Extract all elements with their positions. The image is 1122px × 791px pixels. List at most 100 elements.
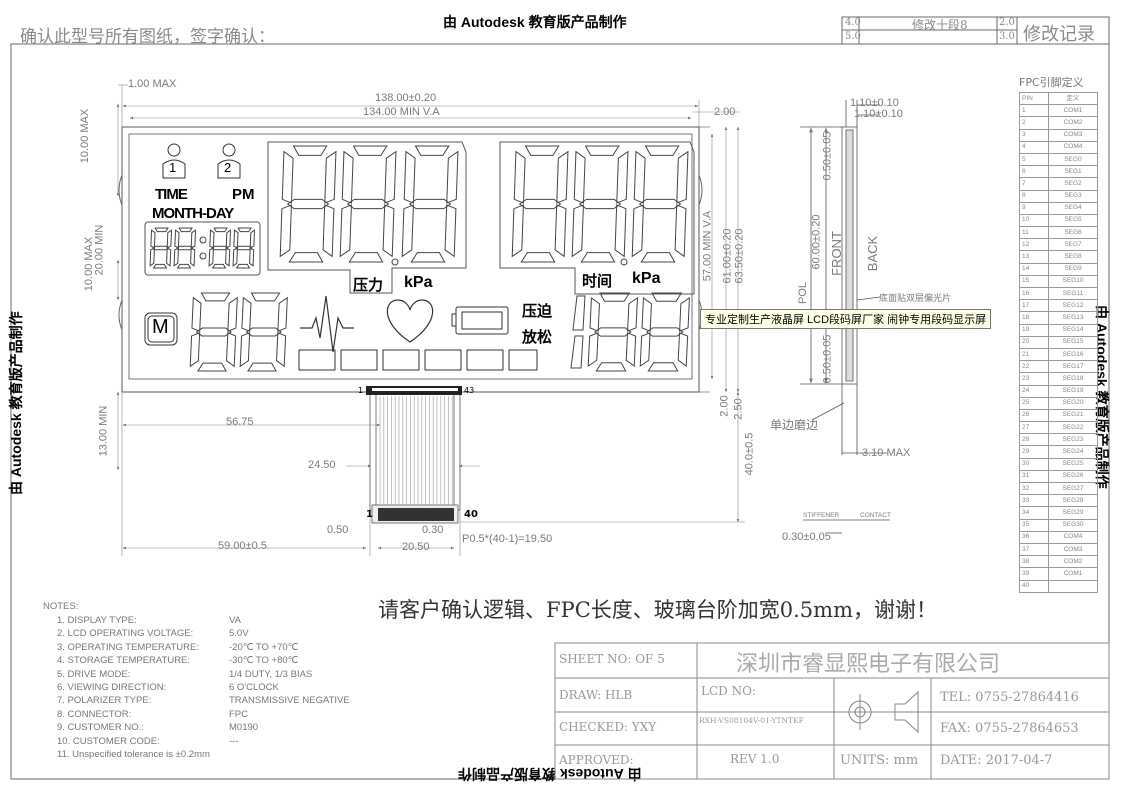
segment — [276, 332, 287, 368]
segment — [154, 227, 169, 233]
segment — [518, 198, 562, 210]
table-cell: 30 — [1019, 457, 1049, 471]
segment — [189, 332, 201, 368]
dimension-lines — [116, 84, 745, 556]
note-label: 3. OPERATING TEMPERATURE: — [57, 641, 199, 653]
table-cell: 26 — [1019, 408, 1049, 423]
table-cell: COM3 — [1048, 542, 1098, 557]
note-value: VA — [229, 615, 241, 626]
glass-pin-last: 43 — [464, 386, 475, 395]
rev-mark: 修改十段8 — [912, 18, 968, 32]
note-value: --- — [229, 735, 239, 747]
fpc-contacts — [378, 508, 454, 521]
segment — [647, 362, 679, 372]
table-cell: 29 — [1019, 445, 1049, 459]
segment — [176, 245, 194, 251]
table-cell: SEG13 — [1048, 311, 1098, 325]
dim-9: 56.75 — [226, 416, 254, 428]
dim-3: 134.00 MIN V.A — [363, 106, 440, 118]
note-label: 1. DISPLAY TYPE: — [57, 615, 137, 626]
table-cell: 24 — [1019, 384, 1049, 398]
table-cell: SEG15 — [1048, 335, 1098, 349]
segment — [408, 198, 452, 210]
rev-cell-1: 4.0 — [845, 17, 861, 28]
table-cell: COM2 — [1048, 555, 1098, 569]
table-cell: SEG27 — [1048, 481, 1098, 496]
big-digit-right-1 — [571, 145, 629, 263]
note-label: 7. POLARIZER TYPE: — [57, 695, 152, 707]
table-cell: 39 — [1019, 567, 1049, 581]
dim-22: 1.10±0.10 — [850, 97, 899, 109]
dim-4: 2.00 — [714, 106, 736, 118]
table-cell: SEG23 — [1048, 433, 1098, 447]
dim-21: 40.0±0.5 — [743, 432, 756, 476]
lcd-time-cn-label: 时间 — [582, 272, 613, 290]
segment — [556, 150, 569, 204]
table-cell: 28 — [1019, 433, 1049, 447]
lcd-month-day-label: MONTH-DAY — [152, 205, 234, 222]
segment — [414, 145, 450, 156]
segment — [584, 145, 620, 156]
dot-segment — [391, 258, 399, 266]
segment — [572, 295, 586, 331]
segment — [249, 247, 255, 267]
segment — [578, 198, 622, 210]
segment — [209, 229, 215, 249]
segment — [211, 263, 227, 269]
segment — [640, 252, 676, 263]
table-cell: SEG16 — [1048, 347, 1098, 362]
segment — [286, 198, 330, 210]
table-cell: 23 — [1019, 372, 1049, 386]
customer-message: 请客户确认逻辑、FPC长度、玻璃台阶加宽0.5mm，谢谢！ — [378, 598, 937, 622]
lcd-kpa-2: kPa — [632, 270, 661, 287]
table-cell: SEG6 — [1048, 226, 1098, 240]
dim-25: 60.00±0.20 — [810, 214, 823, 270]
dim-20: 2.50 — [732, 398, 745, 420]
dim-11: 0.50 — [327, 524, 349, 536]
bottom-pol-note: 底面贴双层偏光片 — [879, 293, 952, 303]
clock-digit-2 — [208, 227, 232, 269]
segment — [279, 204, 292, 258]
segment — [580, 252, 616, 263]
approved-field: APPROVED: — [559, 753, 634, 767]
segment — [639, 332, 651, 368]
table-cell: SEG5 — [1048, 213, 1098, 228]
table-cell: SEG8 — [1048, 250, 1098, 264]
segment — [341, 150, 354, 204]
table-cell: COM3 — [1048, 128, 1098, 142]
table-cell: SEG9 — [1048, 262, 1098, 276]
table-cell: 27 — [1019, 421, 1049, 435]
note-value: M0190 — [229, 722, 259, 734]
contact-label: CONTACT — [860, 512, 891, 519]
dot-segment — [199, 236, 207, 244]
segment — [247, 362, 277, 372]
segment — [599, 292, 631, 302]
segment — [225, 229, 232, 249]
segment — [195, 327, 232, 337]
table-cell: 21 — [1019, 347, 1049, 362]
table-cell: 3 — [1019, 128, 1049, 142]
segment — [641, 297, 652, 332]
clock-digit-0 — [149, 227, 173, 269]
segment — [346, 198, 390, 210]
segment — [573, 150, 586, 204]
segment — [511, 204, 524, 258]
table-cell: SEG14 — [1048, 323, 1098, 337]
back-label: BACK — [865, 235, 881, 272]
dim-28: 0.30±0.05 — [782, 531, 831, 543]
lcd-pressure-label: 压力 — [353, 276, 384, 294]
segment — [614, 204, 627, 258]
segment — [191, 296, 202, 332]
segment — [339, 204, 352, 258]
